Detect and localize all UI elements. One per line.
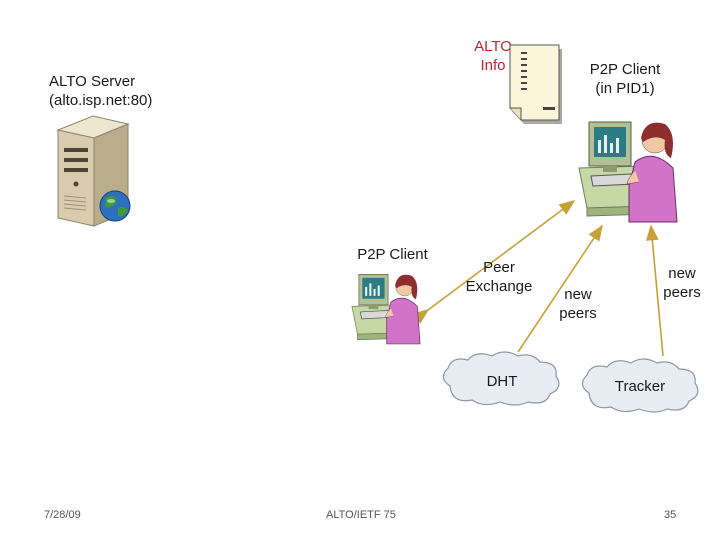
alto-info-subtitle: Info [480,57,506,74]
new-peers-2-line1: new [668,265,696,282]
p2p-client-title: P2P Client [357,246,428,263]
p2p-client-pid1-title: P2P Client [589,61,661,78]
tracker-to-client-arrow [645,224,664,357]
dht-to-client-arrow [517,224,603,353]
p2p-client-label: P2P Client [345,245,440,264]
server-icon [56,115,131,227]
footer-event: ALTO/IETF 75 [326,509,396,521]
cloud-icon [581,358,699,413]
p2p-client-pid1-subtitle: (in PID1) [595,80,655,97]
p2p-client-pid1-label: P2P Client (in PID1) [575,60,675,98]
footer-date: 7/28/09 [44,509,81,521]
peer-exchange-line1: Peer [483,259,515,276]
new-peers-2-line2: peers [663,284,701,301]
user-at-computer-icon [578,121,678,223]
alto-info-title: ALTO [474,38,512,55]
cloud-icon [442,351,560,406]
alto-server-label: ALTO Server (alto.isp.net:80) [49,72,199,110]
document-icon [509,44,562,124]
new-peers-1-line2: peers [559,305,597,322]
user-at-computer-icon [351,274,421,345]
dht-label: DHT [486,373,518,390]
footer-page-number: 35 [664,509,677,521]
new-peers-label-2: new peers [652,264,712,302]
new-peers-label-1: new peers [548,285,608,323]
alto-server-title: ALTO Server [49,73,136,90]
peer-exchange-line2: Exchange [465,278,533,295]
tracker-label: Tracker [614,378,666,395]
alto-info-label: ALTO Info [468,37,518,75]
new-peers-1-line1: new [564,286,592,303]
peer-exchange-label: Peer Exchange [458,258,540,296]
alto-server-address: (alto.isp.net:80) [49,92,153,109]
peer-exchange-arrow [412,200,576,324]
